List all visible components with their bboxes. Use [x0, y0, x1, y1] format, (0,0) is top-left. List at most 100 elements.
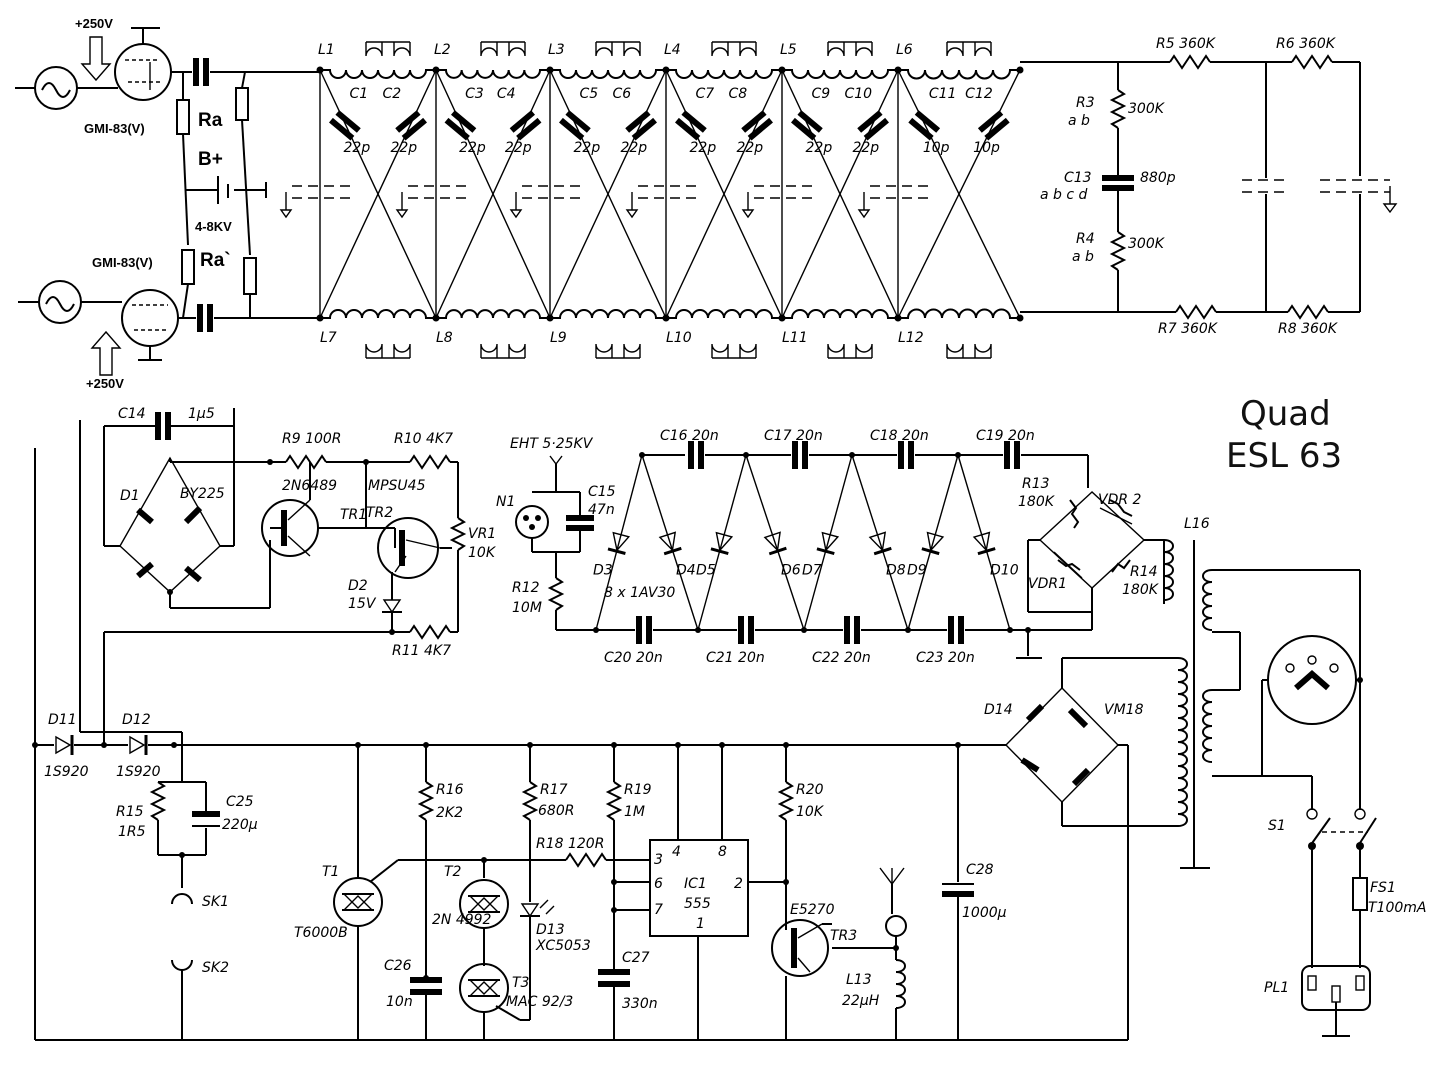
resistor-r16 [417, 781, 435, 821]
inductor-label-bottom: L9 [550, 330, 567, 346]
tube-bottom [121, 289, 179, 347]
diagram-title-line1: Quad [1240, 394, 1331, 434]
r4-value: 300K [1128, 236, 1166, 252]
resistor-r12 [547, 577, 565, 611]
inductor-coil [436, 309, 550, 319]
inductor-label-bottom: L8 [436, 330, 453, 346]
tr1-type-label: 2N6489 [282, 478, 337, 494]
jfet-tr3 [771, 919, 829, 977]
c13-label: C13 [1064, 170, 1092, 186]
coupled-winding [711, 41, 757, 57]
eht-diode [658, 531, 682, 556]
r10-label: R10 4K7 [394, 431, 453, 447]
neon-n1 [515, 505, 549, 539]
arrow-up-icon [90, 330, 122, 376]
c26-value: 10n [386, 994, 413, 1010]
r6-label: R6 360K [1276, 36, 1337, 52]
delay-capacitor [559, 110, 591, 141]
r12-value: 10M [512, 600, 542, 616]
inductor-label-top: L4 [664, 42, 681, 58]
n1-label: N1 [496, 494, 515, 510]
tube-top-label: GMI-83(V) [84, 121, 145, 136]
capacitor-name: C12 [965, 86, 993, 102]
inductor-label-top: L2 [434, 42, 451, 58]
c15-label: C15 [588, 484, 616, 500]
capacitor-value: 22p [459, 140, 486, 156]
eht-diode [972, 531, 996, 556]
ground-icon [279, 192, 293, 219]
ground-icon [395, 192, 409, 219]
c25-label: C25 [226, 794, 254, 810]
vr1-label: VR1 [468, 526, 496, 542]
r14-value: 180K [1122, 582, 1160, 598]
sine-icon [45, 296, 75, 312]
d12-label: D12 [122, 712, 151, 728]
capacitor-value: 22p [620, 140, 647, 156]
inductor-coil [898, 69, 1020, 80]
eht-label: EHT 5·25KV [510, 436, 594, 452]
diode-d12 [129, 735, 146, 755]
r19-label: R19 [624, 782, 652, 798]
capacitor-value: 22p [852, 140, 879, 156]
t2-label: T2 [444, 864, 462, 880]
ground-icon [741, 192, 755, 219]
transformer-l16-secondary [1177, 657, 1188, 827]
capacitor-value: 22p [390, 140, 417, 156]
inductor-label-top: L1 [318, 42, 335, 58]
inductor-label-bottom: L10 [666, 330, 692, 346]
vdr1-label: VDR1 [1028, 576, 1067, 592]
coupled-winding [365, 343, 411, 359]
delay-capacitor [741, 110, 773, 141]
resistor-r18 [565, 852, 607, 868]
c14-label: C14 [118, 406, 146, 422]
vdr2-label: VDR 2 [1098, 492, 1142, 508]
inductor-label-bottom: L11 [782, 330, 808, 346]
r4-sub-label: a b [1072, 249, 1094, 265]
switch-s1[interactable] [1309, 817, 1331, 847]
r11-label: R11 4K7 [392, 643, 451, 659]
inductor-coil [320, 309, 436, 319]
delay-capacitor [857, 110, 889, 141]
transformer-l16-primary [1163, 539, 1174, 601]
r17-value: 680R [538, 803, 574, 819]
capacitor-name: C8 [728, 86, 747, 102]
b-plus-label: B+ [198, 149, 223, 170]
tr3-type-label: E5270 [790, 902, 835, 918]
r9-label: R9 100R [282, 431, 342, 447]
fs1-label: FS1 [1370, 880, 1396, 896]
eht-diode [763, 531, 787, 556]
d2-value: 15V [348, 596, 377, 612]
resistor-r19 [605, 781, 623, 821]
zener-d2 [382, 599, 402, 614]
voltage-selector[interactable] [1267, 635, 1357, 725]
delay-capacitor [395, 110, 427, 141]
light-icon [539, 899, 555, 915]
tube-bottom-label: GMI-83(V) [92, 255, 153, 270]
hv-label: 4-8KV [195, 219, 232, 234]
inductor-label-top: L6 [896, 42, 913, 58]
coupled-winding [827, 41, 873, 57]
fs1-value: T100mA [1368, 900, 1427, 916]
resistor-r17 [521, 781, 539, 821]
tr1-label: TR1 [340, 507, 367, 523]
ground-icon [625, 192, 639, 219]
delay-capacitor [977, 110, 1010, 141]
r3-sub-label: a b [1068, 113, 1090, 129]
r13-value: 180K [1018, 494, 1056, 510]
inductor-label-bottom: L7 [320, 330, 337, 346]
r19-value: 1M [624, 804, 645, 820]
resistor-r4 [1109, 231, 1127, 271]
coupled-winding [480, 41, 526, 57]
supply-bottom-label: +250V [86, 376, 124, 391]
d11-type-label: 1S920 [44, 764, 89, 780]
t3-type-label: MAC 92/3 [506, 994, 573, 1010]
resistor-r20 [777, 781, 795, 821]
inductor-coil [320, 69, 436, 79]
eht-diode [816, 531, 840, 556]
sk1-label: SK1 [202, 894, 229, 910]
c15-value: 47n [588, 502, 615, 518]
t2-type-label: 2N 4992 [432, 912, 492, 928]
